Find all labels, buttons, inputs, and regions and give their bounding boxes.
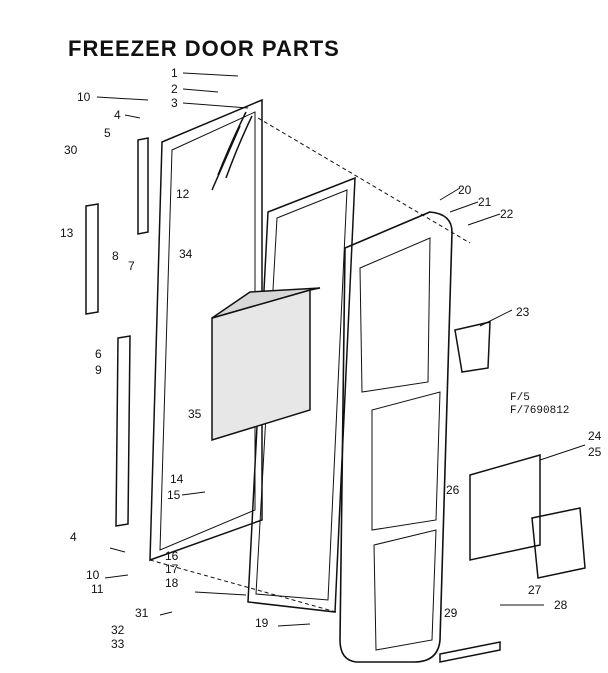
callout-33: 33	[111, 637, 125, 651]
callout-20: 20	[458, 183, 472, 197]
callout-1: 1	[171, 66, 178, 80]
callout-17: 17	[165, 562, 179, 576]
callout-27: 27	[528, 583, 542, 597]
code-line-2: F/7690812	[510, 405, 570, 417]
callout-16: 16	[165, 549, 179, 563]
callout-34: 34	[179, 247, 193, 261]
callout-4b: 4	[70, 530, 77, 544]
door-panel	[149, 98, 263, 562]
leader-lines	[96, 72, 586, 627]
callout-28: 28	[554, 598, 568, 612]
callout-8: 8	[112, 249, 119, 263]
callout-32: 32	[111, 623, 125, 637]
callout-30: 30	[64, 143, 78, 157]
callout-labels: 1 2 3 4 5 6 7 8 9 10 11 12 13 14 15 16 1…	[60, 66, 602, 651]
callout-6: 6	[95, 347, 102, 361]
callout-7: 7	[128, 259, 135, 273]
callout-22: 22	[500, 207, 514, 221]
dispenser-panel	[454, 321, 586, 579]
callout-29: 29	[444, 606, 458, 620]
callout-31: 31	[135, 606, 149, 620]
callout-24: 24	[588, 429, 602, 443]
title: FREEZER DOOR PARTS	[68, 36, 340, 61]
callout-19: 19	[255, 616, 269, 630]
callout-11: 11	[91, 582, 104, 596]
callout-21: 21	[478, 195, 492, 209]
ice-bucket	[211, 287, 321, 442]
callout-2: 2	[171, 82, 178, 96]
callout-5: 5	[104, 126, 111, 140]
trim-strips	[85, 137, 501, 663]
callout-4: 4	[114, 108, 121, 122]
callout-25: 25	[588, 445, 602, 459]
callout-9: 9	[95, 363, 102, 377]
callout-23: 23	[516, 305, 530, 319]
callout-35: 35	[188, 407, 202, 421]
door-liner	[339, 211, 453, 663]
callout-10b: 10	[86, 568, 100, 582]
callout-15: 15	[167, 488, 181, 502]
callout-10: 10	[77, 90, 91, 104]
callout-14: 14	[170, 472, 184, 486]
callout-13: 13	[60, 226, 74, 240]
callout-18: 18	[165, 576, 179, 590]
code-line-1: F/5	[510, 392, 530, 404]
callout-3: 3	[171, 96, 178, 110]
callout-26: 26	[446, 483, 460, 497]
callout-12: 12	[176, 187, 190, 201]
